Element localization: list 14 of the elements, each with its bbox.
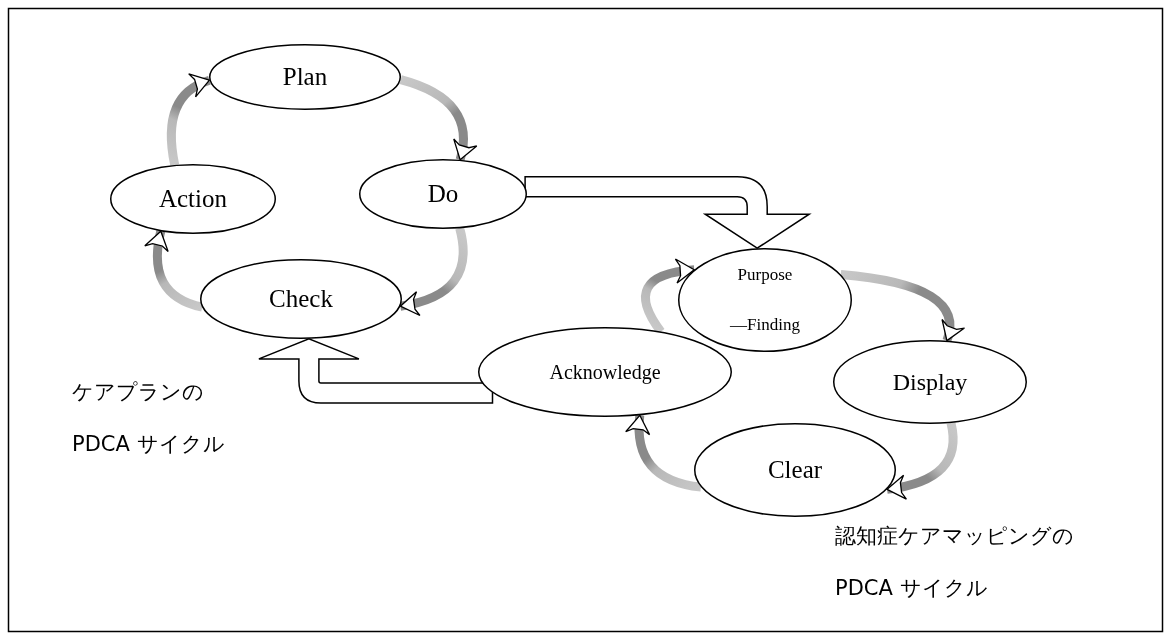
step-ellipse: Check <box>200 259 402 339</box>
step-ellipse: Clear <box>694 423 896 517</box>
step-ellipse: Purpose —Finding <box>678 248 852 352</box>
block-arrow <box>258 338 494 404</box>
caption-text: PDCA サイクル <box>835 575 988 602</box>
step-ellipse: Acknowledge <box>478 327 732 417</box>
step-ellipse: Action <box>110 164 276 234</box>
caption-text: 認知症ケアマッピングの <box>835 523 1074 550</box>
step-ellipse: Display <box>833 340 1027 424</box>
step-ellipse: Do <box>359 159 527 229</box>
caption-text: ケアプランの <box>72 379 204 406</box>
step-ellipse: Plan <box>209 44 401 110</box>
block-arrow <box>524 175 810 249</box>
caption-text: PDCA サイクル <box>72 431 225 458</box>
